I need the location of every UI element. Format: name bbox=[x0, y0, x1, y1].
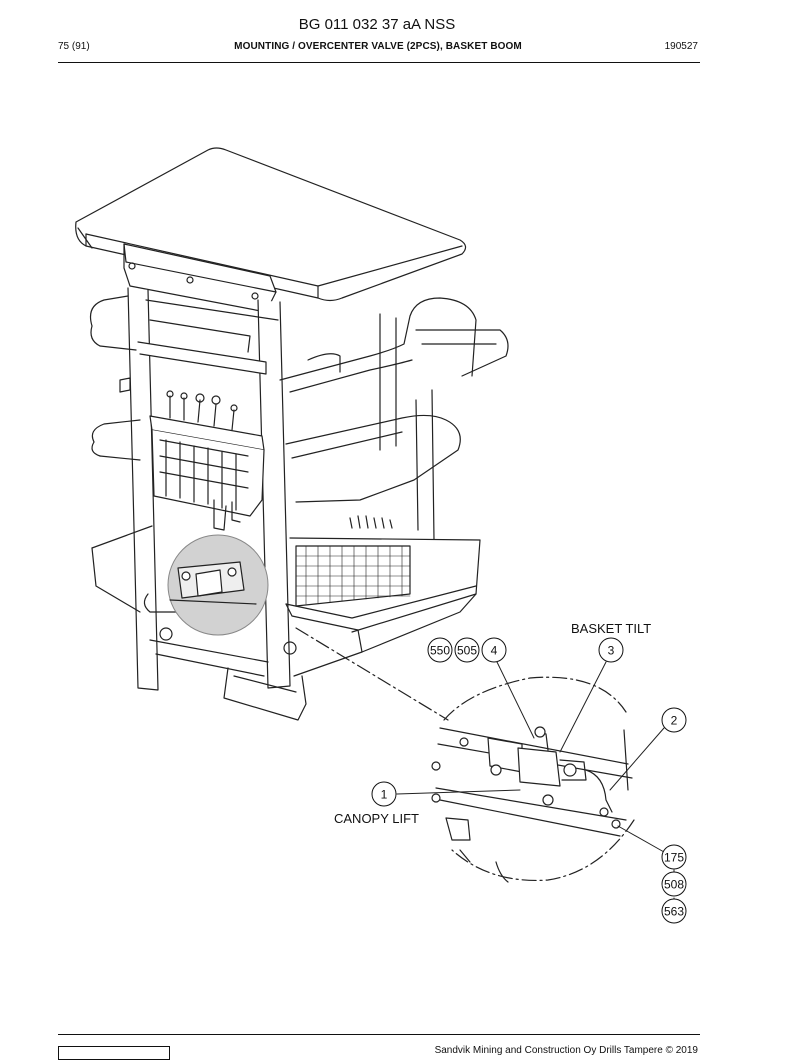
basket-tub bbox=[91, 515, 481, 721]
svg-text:4: 4 bbox=[491, 644, 498, 658]
callout-550: 550 bbox=[427, 637, 453, 663]
callout-563: 563 bbox=[661, 898, 687, 924]
overcenter-valve-small bbox=[169, 561, 257, 605]
label-canopy-lift: CANOPY LIFT bbox=[334, 811, 419, 826]
svg-text:2: 2 bbox=[671, 714, 678, 728]
svg-text:550: 550 bbox=[430, 644, 450, 658]
callout-3: 3 bbox=[598, 637, 624, 663]
callout-1: 1 bbox=[371, 781, 397, 807]
company-logo bbox=[58, 1046, 170, 1060]
svg-text:1: 1 bbox=[381, 788, 388, 802]
header-rule bbox=[58, 62, 700, 63]
svg-text:508: 508 bbox=[664, 878, 684, 892]
svg-text:505: 505 bbox=[457, 644, 477, 658]
section-title: MOUNTING / OVERCENTER VALVE (2PCS), BASK… bbox=[234, 41, 522, 52]
detail-view bbox=[431, 676, 635, 883]
callout-4: 4 bbox=[481, 637, 507, 663]
callout-leaders bbox=[396, 661, 675, 901]
callout-bubbles: 550 505 4 3 2 1 175 508 bbox=[371, 637, 687, 924]
label-basket-tilt: BASKET TILT bbox=[571, 621, 651, 636]
control-valve-block bbox=[149, 390, 265, 531]
callout-2: 2 bbox=[661, 707, 687, 733]
guard-rails bbox=[89, 295, 509, 541]
callout-505: 505 bbox=[454, 637, 480, 663]
svg-text:3: 3 bbox=[608, 644, 615, 658]
detail-leader-line bbox=[295, 627, 449, 721]
document-code: BG 011 032 37 aA NSS bbox=[298, 16, 456, 33]
date-code: 190527 bbox=[664, 41, 698, 52]
svg-text:175: 175 bbox=[664, 851, 684, 865]
page-number: 75 (91) bbox=[58, 41, 90, 52]
svg-text:563: 563 bbox=[664, 905, 684, 919]
callout-508: 508 bbox=[661, 871, 687, 897]
footer-rule bbox=[58, 1034, 700, 1035]
copyright-text: Sandvik Mining and Construction Oy Drill… bbox=[434, 1045, 698, 1056]
callout-175: 175 bbox=[661, 844, 687, 870]
